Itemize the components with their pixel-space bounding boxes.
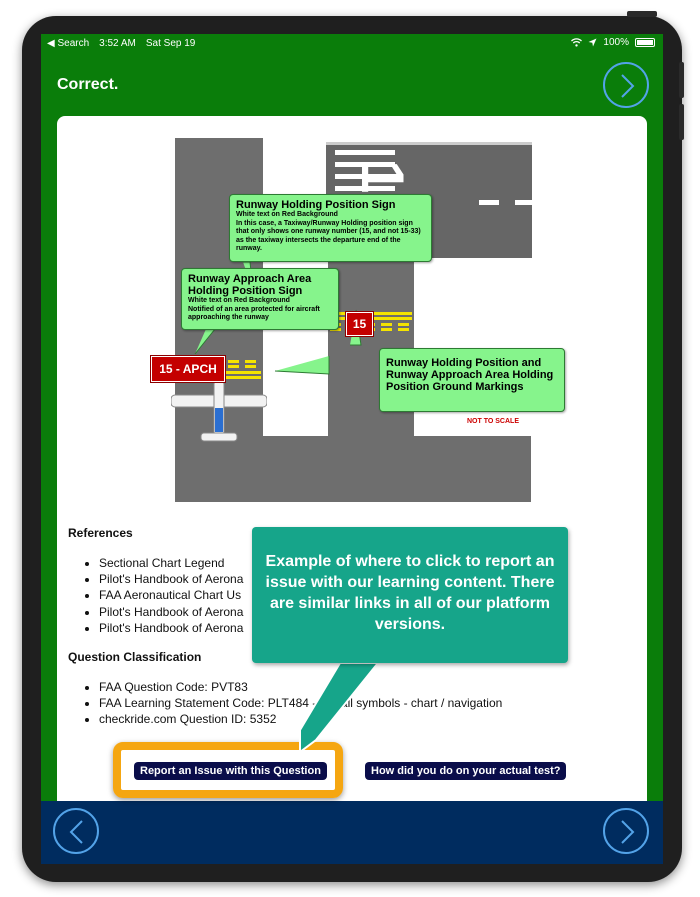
reference-item[interactable]: FAA Aeronautical Chart Us [99,587,243,603]
annotation-text: Example of where to click to report an i… [265,553,555,633]
status-date: Sat Sep 19 [145,38,196,49]
callout-ground-markings: Runway Holding Position and Runway Appro… [379,348,565,412]
runway-sign-15: 15 [345,311,374,337]
reference-item[interactable]: Pilot's Handbook of Aerona [99,571,243,587]
battery-percent: 100% [603,37,629,48]
callout-description: Notified of an area protected for aircra… [188,305,320,322]
not-to-scale-label: NOT TO SCALE [467,418,519,425]
callout-subtitle: White text on Red Background [188,297,290,304]
result-title: Correct. [57,76,119,93]
actual-test-button[interactable]: How did you do on your actual test? [365,762,567,780]
status-time: 3:52 AM [99,38,136,49]
centerline-dash [479,200,499,205]
callout-title: Runway Holding Position Sign [236,199,396,211]
classification-heading: Question Classification [68,650,202,664]
references-heading: References [68,526,133,540]
report-issue-button[interactable]: Report an Issue with this Question [134,762,327,780]
reference-item[interactable]: Sectional Chart Legend [99,555,243,571]
volume-down-button [679,104,684,140]
callout-description: In this case, a Taxiway/Runway Holding p… [236,219,421,253]
classification-list: FAA Question Code: PVT83 FAA Learning St… [84,679,502,728]
back-to-search-link[interactable]: ◀ Search [47,38,90,49]
chevron-right-icon [621,820,635,844]
battery-icon [635,38,655,47]
approach-sign-15-apch: 15 - APCH [150,355,226,383]
bottom-nav-bar [41,801,663,864]
power-button [627,11,657,17]
references-list: Sectional Chart Legend Pilot's Handbook … [84,555,243,636]
classification-item: FAA Learning Statement Code: PLT484 - Re… [99,695,502,711]
wifi-icon [571,38,583,47]
next-question-button[interactable] [603,62,649,108]
runway-diagram: 15 [117,138,565,502]
callout-title: Runway Holding Position and Runway Appro… [386,357,554,393]
callout-title: Runway Approach Area Holding Position Si… [188,273,312,297]
next-question-bottom-button[interactable] [603,808,649,854]
runway-edge [326,142,532,145]
reference-item[interactable]: Pilot's Handbook of Aerona [99,620,243,636]
callout-approach-sign: Runway Approach Area Holding Position Si… [181,268,339,330]
threshold-bar [335,186,395,191]
callout-subtitle: White text on Red Background [236,211,338,218]
previous-question-button[interactable] [53,808,99,854]
classification-item: checkride.com Question ID: 5352 [99,711,502,727]
annotation-callout: Example of where to click to report an i… [252,527,568,663]
reference-item[interactable]: Pilot's Handbook of Aerona [99,604,243,620]
classification-item: FAA Question Code: PVT83 [99,679,502,695]
centerline-dash [515,200,535,205]
volume-up-button [679,62,684,98]
chevron-left-icon [69,820,83,844]
report-issue-highlight [113,742,343,798]
location-arrow-icon [588,38,597,47]
app-screen: ◀ Search 3:52 AM Sat Sep 19 100% Correct… [41,34,663,864]
explanation-card: 15 [57,116,647,816]
threshold-bar [335,174,395,179]
callout-holding-sign: Runway Holding Position Sign White text … [229,194,432,262]
threshold-bar [335,150,395,155]
threshold-bar [335,162,395,167]
status-bar: ◀ Search 3:52 AM Sat Sep 19 100% [41,34,663,54]
chevron-right-icon [621,74,635,98]
taxiway-bottom [175,436,531,502]
